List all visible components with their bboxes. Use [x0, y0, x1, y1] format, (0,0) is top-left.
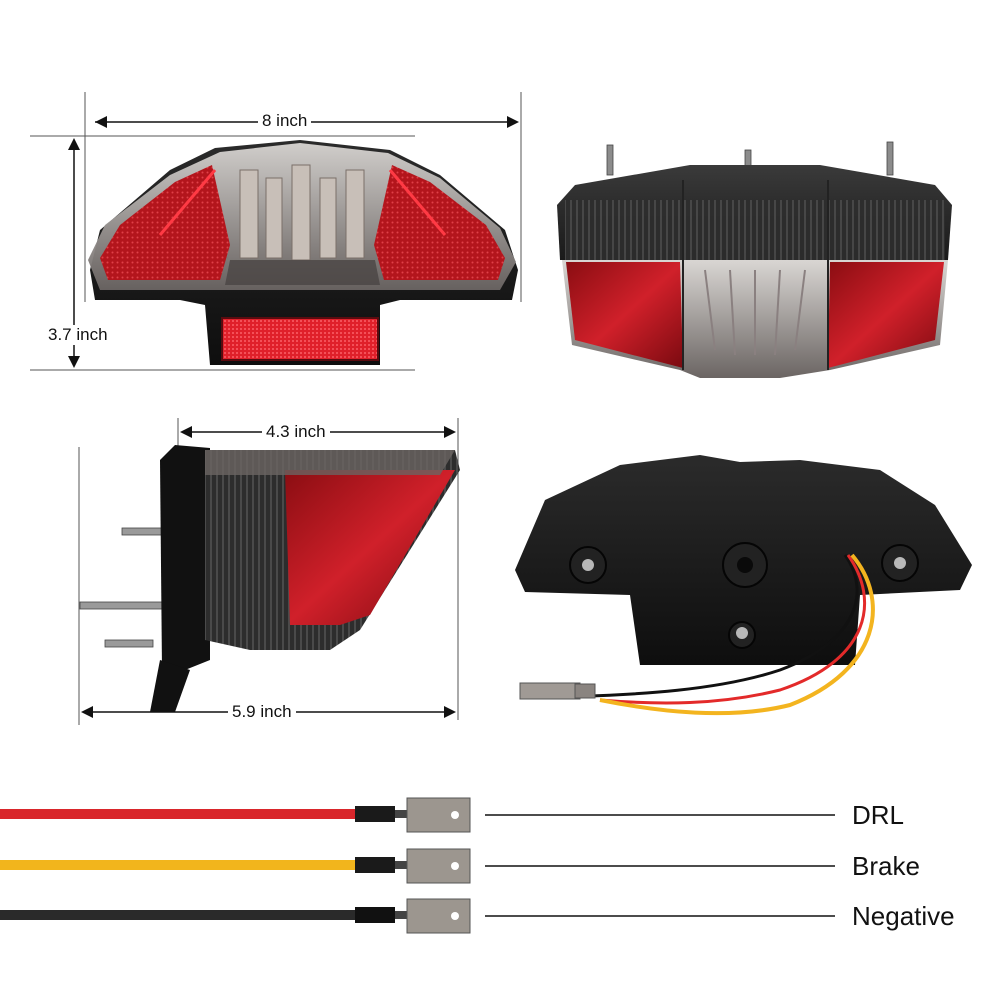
- front-view-lamp: [30, 92, 522, 371]
- wire-brake: [0, 848, 835, 884]
- depth-top-dimension-label: 4.3 inch: [262, 422, 330, 442]
- height-dimension-label: 3.7 inch: [44, 325, 112, 345]
- wire-legend: [0, 797, 835, 934]
- wire-label-negative: Negative: [852, 901, 955, 931]
- back-view-lamp: [515, 455, 972, 716]
- angled-view-lamp: [557, 141, 952, 378]
- side-view-lamp: [78, 418, 460, 725]
- width-dimension-label: 8 inch: [258, 111, 312, 131]
- depth-bottom-dimension-label: 5.9 inch: [228, 702, 296, 722]
- wire-label-drl: DRL: [852, 800, 905, 830]
- wire-drl: [0, 797, 835, 833]
- wire-label-brake: Brake: [852, 851, 920, 881]
- wire-negative: [0, 898, 835, 934]
- connector-terminal: [519, 682, 596, 700]
